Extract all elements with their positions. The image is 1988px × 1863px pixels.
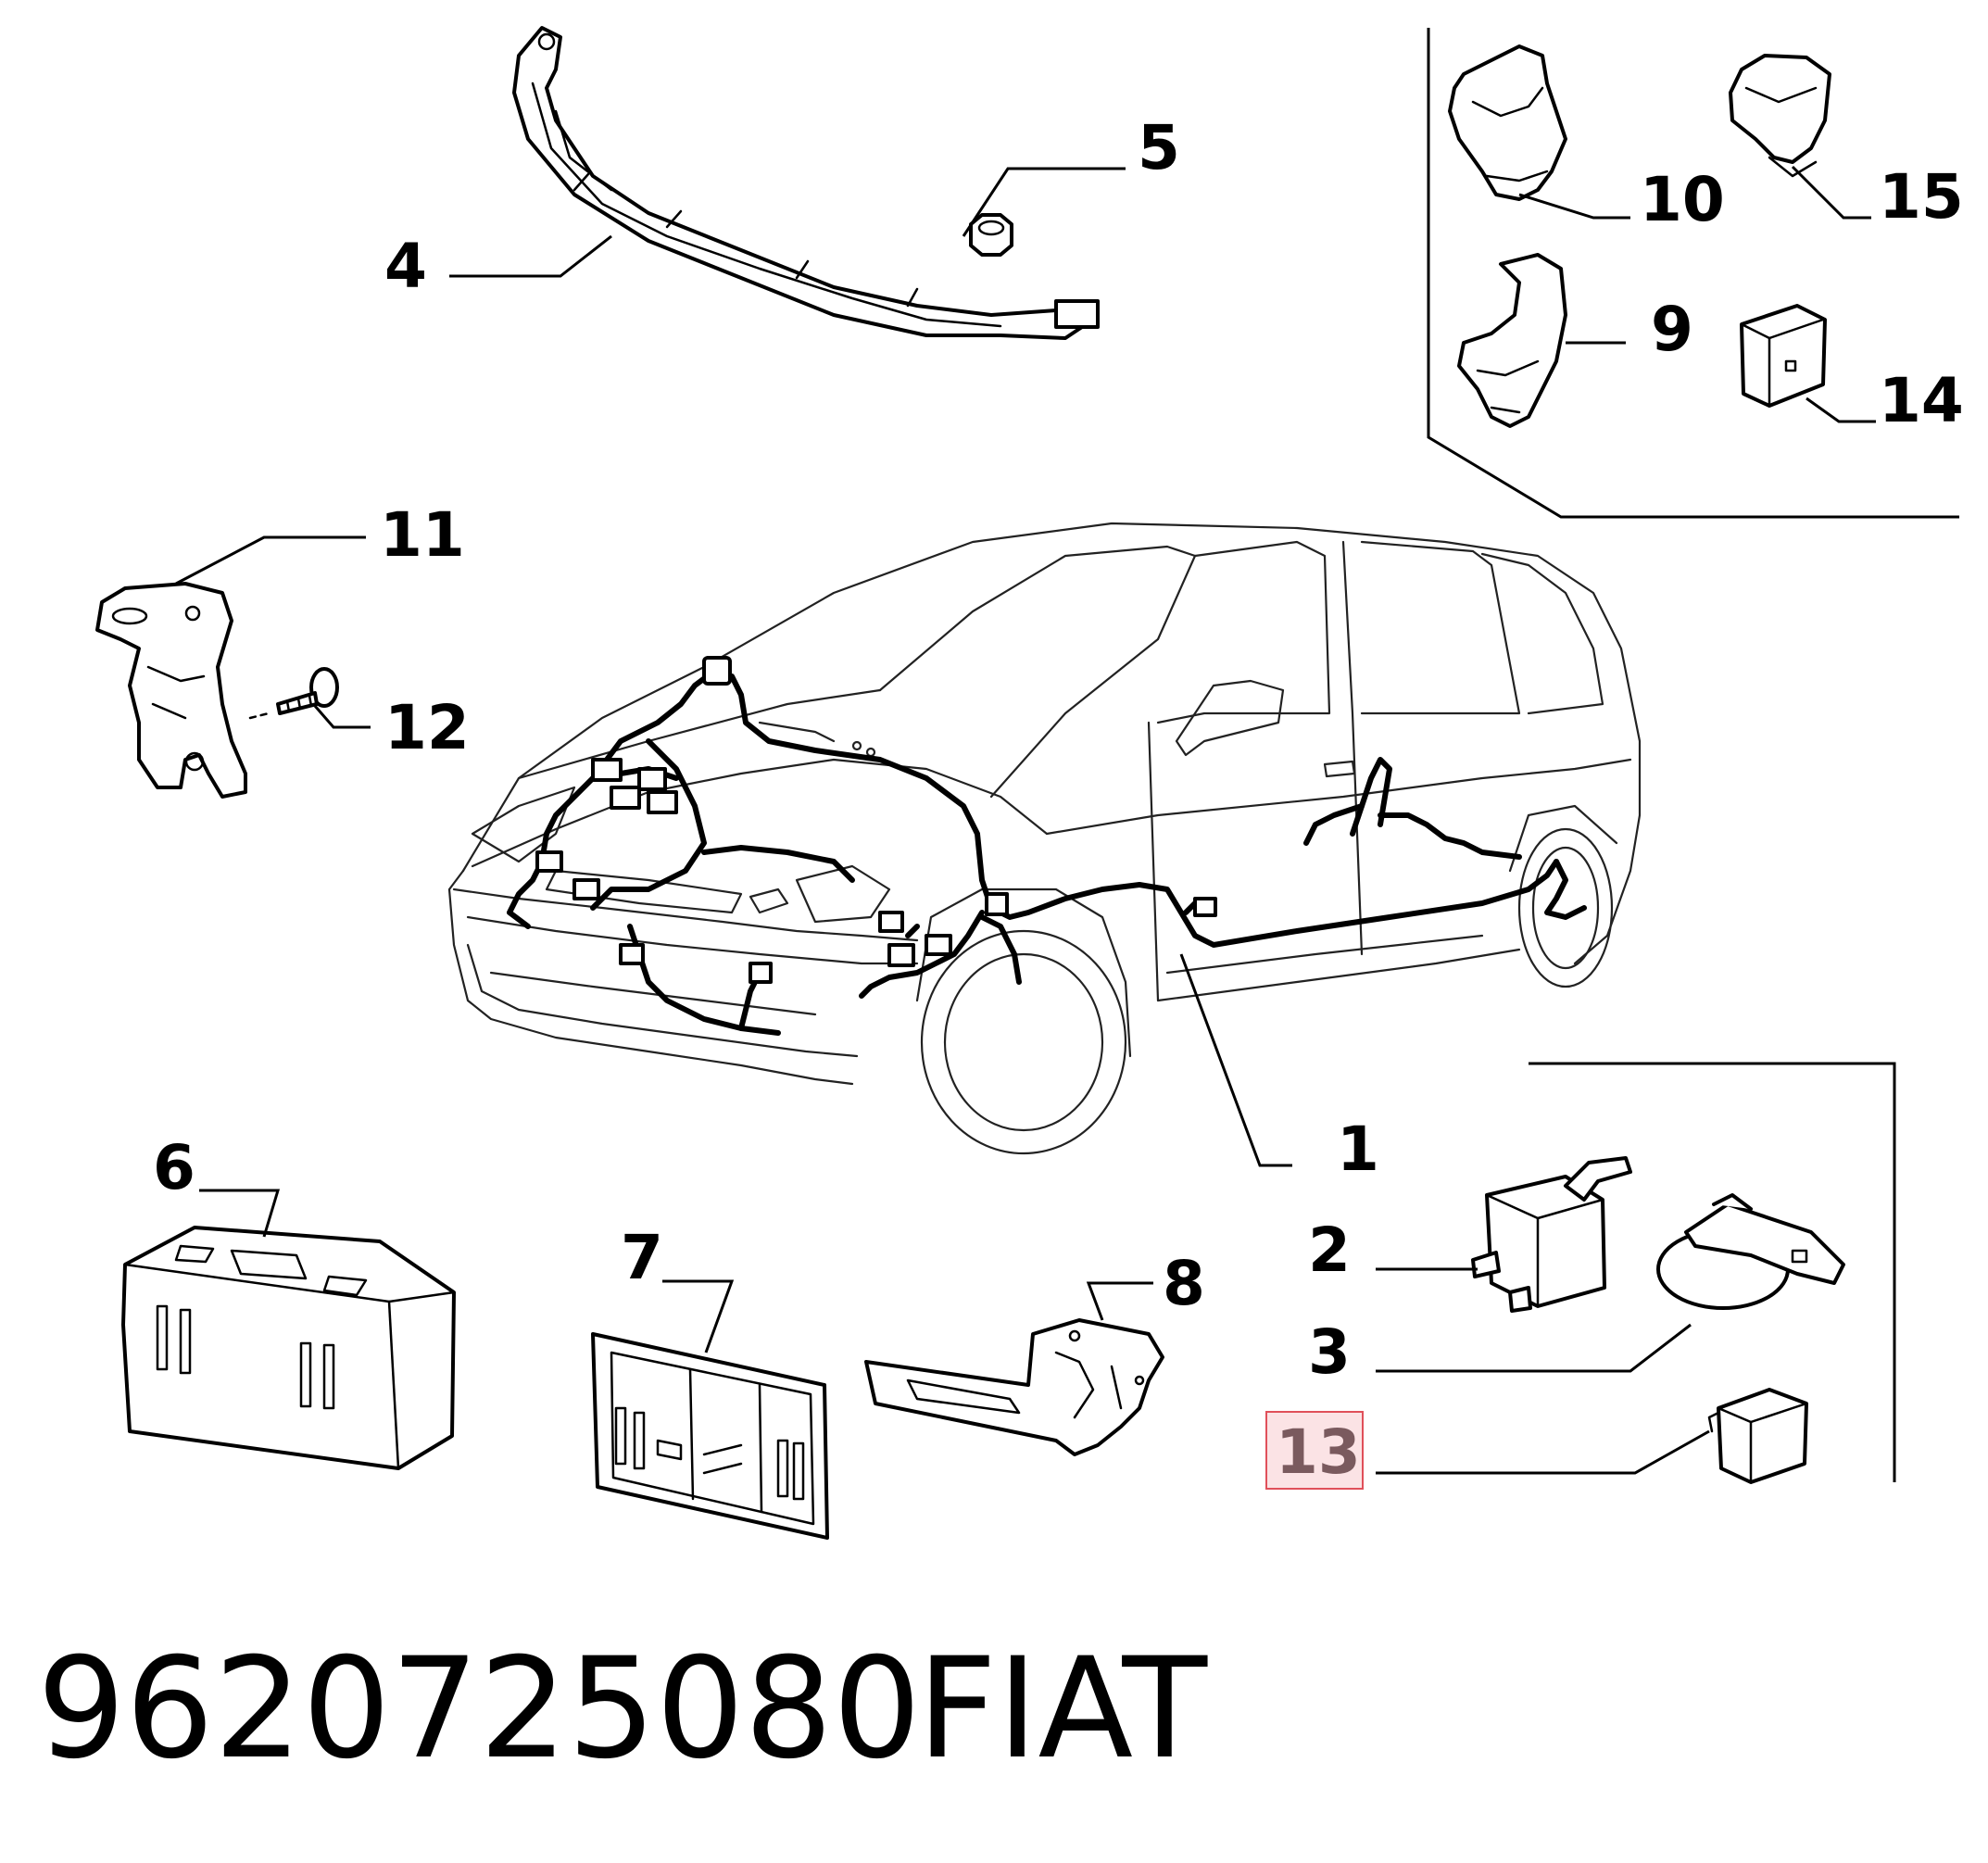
part-3-sensor [1656, 1193, 1845, 1310]
callout-15: 15 [1879, 161, 1964, 233]
callout-12: 12 [384, 692, 470, 763]
part-2-relay [1471, 1156, 1632, 1313]
part-15-clip [1729, 54, 1831, 178]
callout-5: 5 [1138, 112, 1180, 183]
callout-11: 11 [380, 499, 465, 571]
callout-6: 6 [153, 1132, 195, 1203]
callout-8: 8 [1163, 1248, 1205, 1319]
leader-lines [175, 165, 1876, 1475]
callout-7: 7 [621, 1222, 663, 1293]
car-body [447, 522, 1642, 1155]
callout-4: 4 [384, 231, 427, 302]
part-8-bracket [864, 1318, 1164, 1456]
callout-3: 3 [1308, 1316, 1351, 1388]
callout-10: 10 [1640, 164, 1725, 235]
callout-labels: 1 2 3 4 5 6 7 8 9 10 11 12 13 14 15 [153, 112, 1964, 1488]
callout-13: 13 [1276, 1416, 1361, 1488]
callout-9: 9 [1651, 294, 1693, 365]
part-7-panel [591, 1332, 829, 1540]
part-11-bracket [95, 582, 247, 799]
part-12-screw [248, 667, 339, 720]
part-13-relay [1707, 1388, 1808, 1484]
part-9-clip [1457, 253, 1567, 428]
part-number: 9620725080 [37, 1629, 922, 1790]
part-4-bumper-harness [512, 26, 1100, 340]
part-14-block [1740, 304, 1827, 408]
part-1-wiring-harness [507, 656, 1587, 1036]
callout-14: 14 [1879, 365, 1964, 436]
part-6-fuse-box [121, 1226, 456, 1470]
callout-2: 2 [1308, 1215, 1351, 1286]
callout-1: 1 [1337, 1114, 1379, 1185]
part-5-nut [969, 213, 1013, 257]
highlight-box [1265, 1411, 1364, 1490]
brand-name: FIAT [917, 1629, 1208, 1790]
part-10-clip [1448, 44, 1567, 201]
